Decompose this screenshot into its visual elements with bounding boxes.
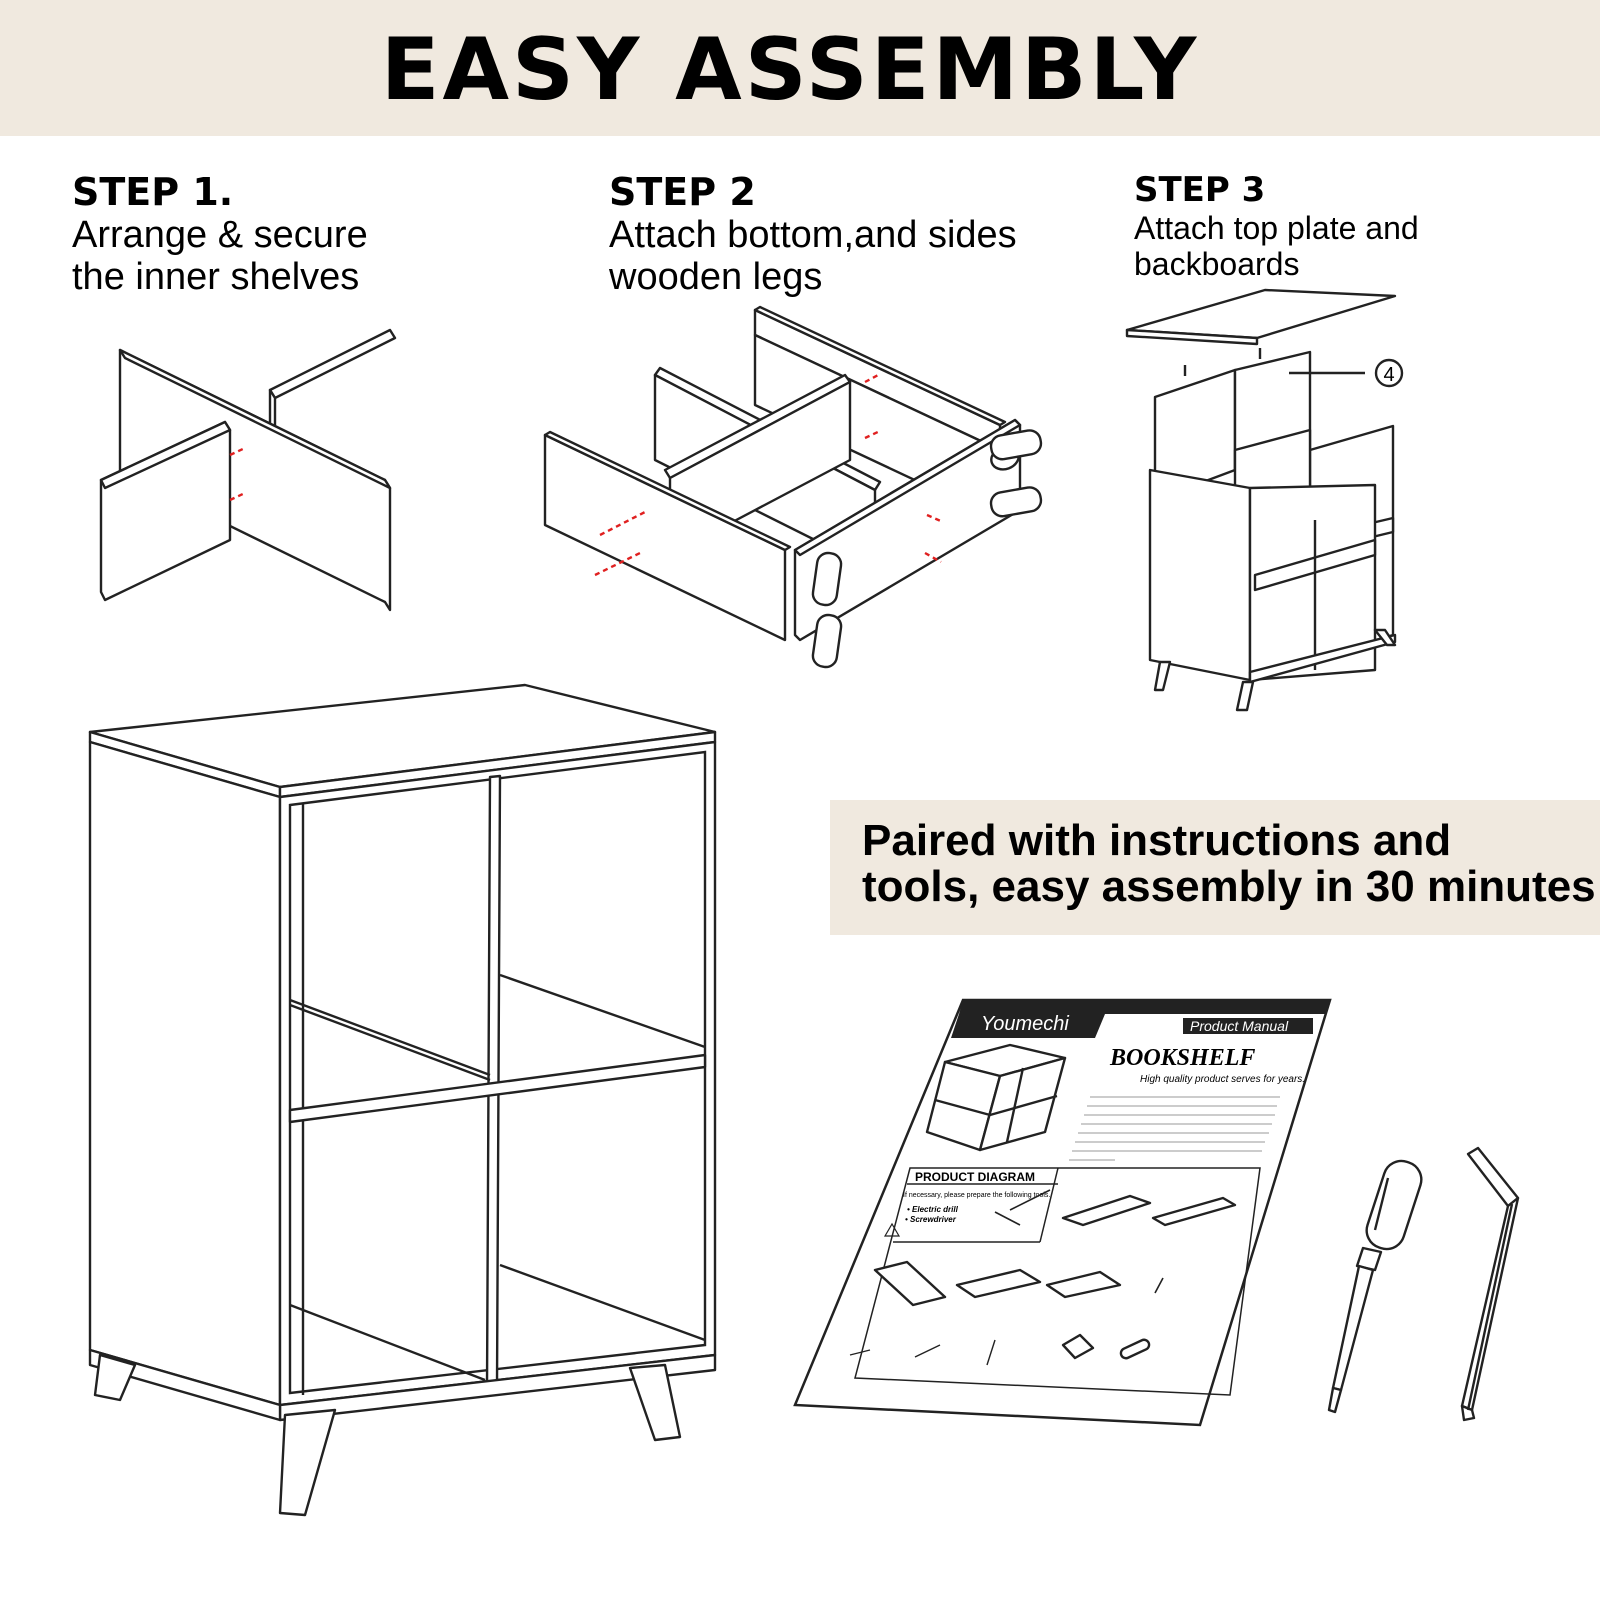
step-1: STEP 1. Arrange & secure the inner shelv…: [72, 170, 368, 298]
step-3-callout-number: 4: [1383, 364, 1394, 386]
step-1-description: Arrange & secure the inner shelves: [72, 214, 368, 298]
manual-tools-intro: If necessary, please prepare the followi…: [903, 1192, 1050, 1199]
callout-band: [830, 800, 1600, 935]
assembled-bookshelf-illustration: [88, 683, 717, 1517]
step-2: STEP 2 Attach bottom,and sides wooden le…: [609, 170, 1017, 298]
step-2-illustration: [543, 305, 1043, 669]
product-manual-illustration: Youmechi Product Manual BOOKSHELF High q…: [793, 998, 1332, 1427]
step-2-description: Attach bottom,and sides wooden legs: [609, 214, 1017, 298]
page-title: EASY ASSEMBLY: [380, 20, 1200, 120]
callout-text: Paired with instructions and tools, easy…: [862, 816, 1596, 911]
warning-icon: [883, 1222, 901, 1237]
manual-tagline: High quality product serves for years.: [1140, 1074, 1305, 1085]
manual-brand: Youmechi: [981, 1013, 1069, 1035]
step-2-title: STEP 2: [609, 170, 756, 214]
manual-badge: Product Manual: [1190, 1018, 1289, 1034]
step-3-description: Attach top plate and backboards: [1134, 210, 1419, 282]
step-3-illustration: 4: [1125, 288, 1404, 712]
step-1-title: STEP 1.: [72, 170, 234, 214]
header-band: [0, 0, 1600, 136]
manual-tool-2: • Screwdriver: [905, 1215, 957, 1224]
step-1-illustration: [99, 328, 397, 612]
step-3-title: STEP 3: [1134, 170, 1266, 210]
screwdriver-icon: [1327, 1159, 1423, 1414]
manual-section-title: PRODUCT DIAGRAM: [915, 1170, 1035, 1184]
hex-key-icon: [1460, 1146, 1520, 1422]
manual-product-title: BOOKSHELF: [1109, 1045, 1255, 1071]
step-3: STEP 3 Attach top plate and backboards: [1134, 170, 1419, 282]
manual-tool-1: • Electric drill: [907, 1205, 959, 1214]
